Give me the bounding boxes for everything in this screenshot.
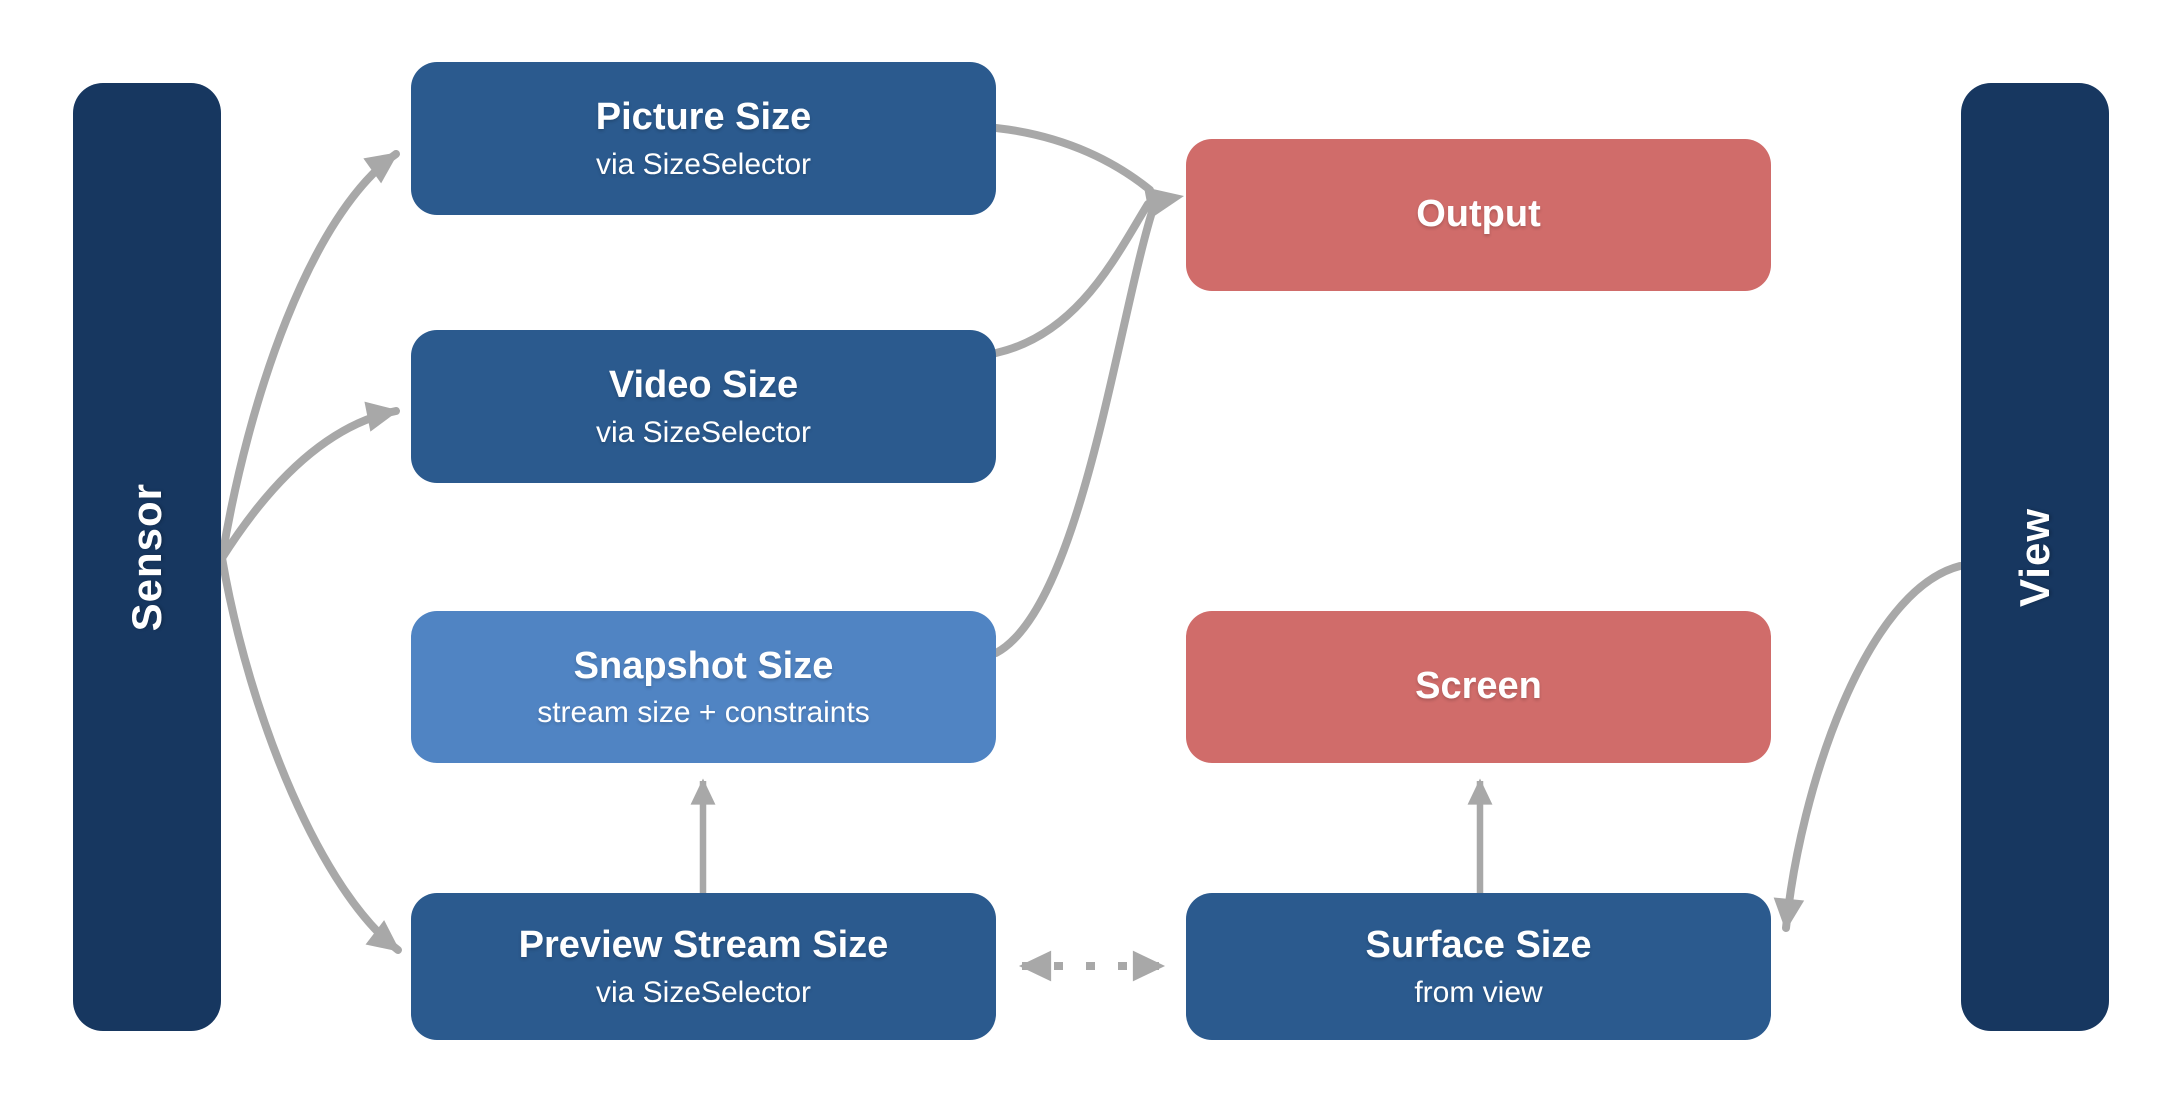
arrow-sensor-to-picture-size — [218, 150, 400, 562]
node-title: Surface Size — [1365, 924, 1592, 967]
node-subtitle: via SizeSelector — [595, 975, 812, 1009]
node-title: Screen — [1415, 665, 1542, 708]
arrow-picture-size-to-output — [992, 124, 1154, 194]
node-screen: Screen — [1186, 611, 1771, 763]
node-surface-size: Surface Size from view — [1186, 893, 1771, 1040]
node-title: Video Size — [608, 364, 799, 407]
node-title: Picture Size — [595, 96, 812, 139]
view-rail-label: View — [2011, 507, 2058, 607]
node-output: Output — [1186, 139, 1771, 291]
arrow-video-size-to-output — [992, 200, 1152, 357]
arrow-sensor-to-preview-stream-size — [218, 554, 402, 954]
node-subtitle: via SizeSelector — [595, 147, 812, 181]
arrow-snapshot-size-to-output — [992, 208, 1156, 657]
node-video-size: Video Size via SizeSelector — [411, 330, 996, 483]
node-snapshot-size: Snapshot Size stream size + constraints — [411, 611, 996, 763]
node-picture-size: Picture Size via SizeSelector — [411, 62, 996, 215]
node-subtitle: from view — [1414, 975, 1543, 1009]
sensor-rail-label: Sensor — [123, 482, 170, 632]
node-subtitle: stream size + constraints — [537, 696, 870, 730]
node-view-rail: View — [1961, 83, 2109, 1031]
node-title: Snapshot Size — [573, 644, 834, 687]
node-title: Preview Stream Size — [518, 924, 889, 967]
arrow-sensor-to-video-size — [218, 401, 400, 562]
arrowhead-output — [1144, 187, 1184, 219]
node-subtitle: via SizeSelector — [595, 415, 812, 449]
node-preview-stream-size: Preview Stream Size via SizeSelector — [411, 893, 996, 1040]
arrow-view-to-surface-size — [1773, 562, 1964, 932]
node-title: Output — [1416, 193, 1541, 236]
node-sensor-rail: Sensor — [73, 83, 221, 1031]
